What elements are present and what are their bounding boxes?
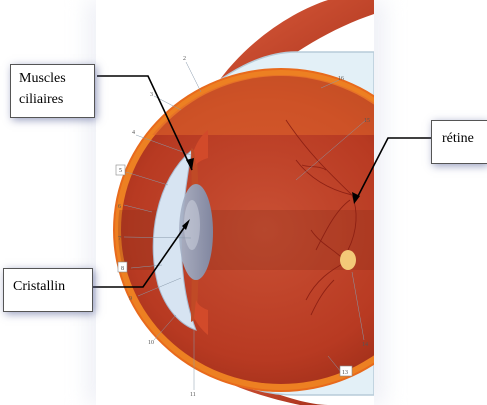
pointer-retine <box>356 138 431 200</box>
callout-retine: rétine <box>431 120 487 164</box>
label-cristallin: Cristallin <box>13 279 92 295</box>
callout-cristallin: Cristallin <box>3 268 93 312</box>
label-retine: rétine <box>442 131 487 147</box>
label-muscles: Muscles <box>19 68 94 89</box>
label-ciliaires: ciliaires <box>19 89 94 110</box>
pointer-muscles-ciliaires <box>97 76 192 170</box>
pointer-cristallin <box>92 222 188 287</box>
callout-muscles-ciliaires: Muscles ciliaires <box>10 64 95 118</box>
